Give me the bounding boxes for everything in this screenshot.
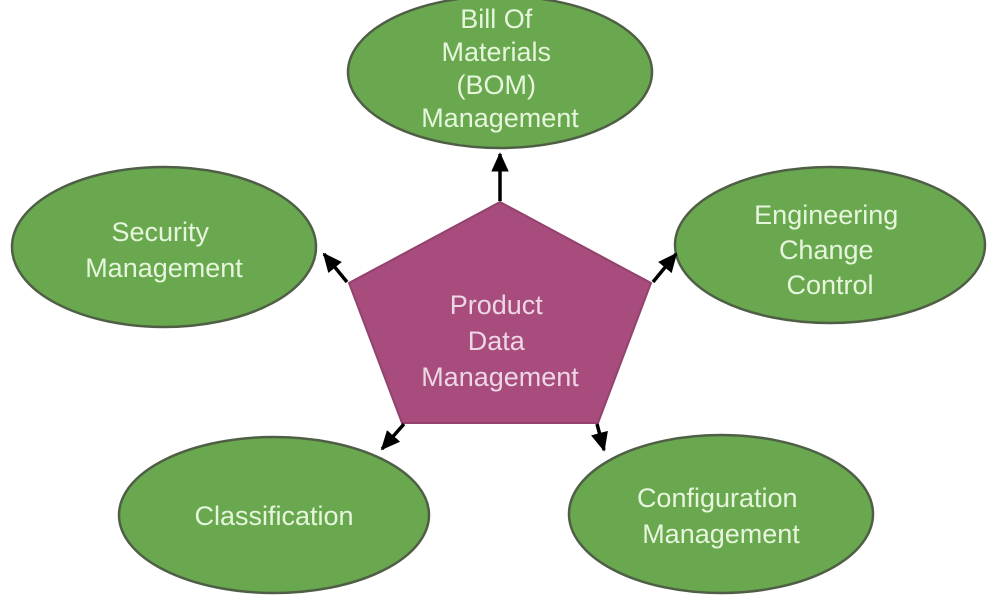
arrows <box>322 152 678 452</box>
node-engineering-change-control: Engineering Change Control <box>673 165 987 325</box>
center-pentagon <box>347 200 653 424</box>
node-configuration-management-label: Configuration Management <box>637 483 805 549</box>
arrow-to-configuration-management <box>591 423 608 452</box>
node-security-management-ellipse <box>10 165 318 329</box>
node-bom: Bill Of Materials (BOM) Management <box>346 0 654 150</box>
center-node-label: Product Data Management <box>421 290 579 392</box>
node-security-management: Security Management <box>10 165 318 329</box>
node-bom-label: Bill Of Materials (BOM) Management <box>421 4 579 133</box>
node-configuration-management-ellipse <box>567 433 875 595</box>
node-classification-ellipse <box>117 435 431 595</box>
node-classification: Classification <box>117 435 431 595</box>
node-configuration-management: Configuration Management <box>567 433 875 595</box>
node-engineering-change-control-ellipse <box>673 165 987 325</box>
center-node: Product Data Management <box>347 200 653 424</box>
arrow-to-engineering-change-control <box>651 252 678 284</box>
node-security-management-label: Security Management <box>85 217 243 283</box>
node-engineering-change-control-label: Engineering Change Control <box>754 200 906 300</box>
arrow-to-classification <box>380 422 406 451</box>
arrow-to-security-management <box>322 252 349 284</box>
node-bom-ellipse <box>346 0 654 150</box>
node-classification-label: Classification <box>194 501 353 531</box>
